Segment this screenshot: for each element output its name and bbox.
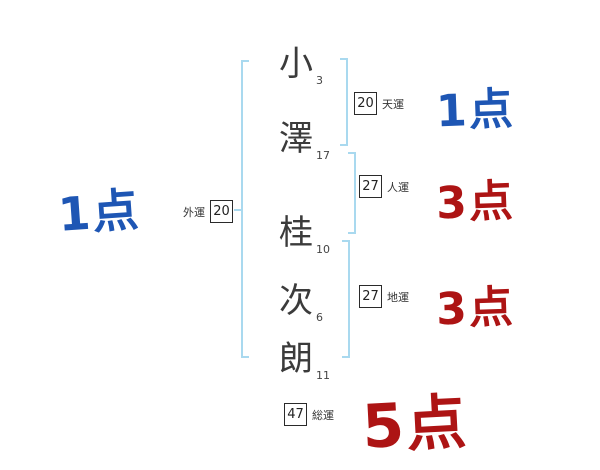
outer-luck-bracket-tick xyxy=(234,209,241,211)
stroke-count: 3 xyxy=(316,74,323,87)
earth-luck-bracket xyxy=(342,240,350,358)
name-character: 桂 10 xyxy=(276,213,330,255)
person-luck-label: 人運 xyxy=(387,180,409,194)
outer-luck-label: 外運 xyxy=(183,205,205,219)
earth-luck-fortune: 27 地運 xyxy=(359,285,409,308)
name-character: 小 3 xyxy=(276,44,323,86)
outer-luck-fortune: 外運 20 xyxy=(183,200,233,223)
earth-luck-value-box: 27 xyxy=(359,285,382,308)
total-luck-fortune: 47 総運 xyxy=(284,403,334,426)
name-character: 次 6 xyxy=(276,281,323,323)
person-luck-value-box: 27 xyxy=(359,175,382,198)
earth-luck-score: 3点 xyxy=(435,281,516,336)
name-character-glyph: 澤 xyxy=(279,119,313,159)
stroke-count: 17 xyxy=(316,149,330,162)
person-luck-score: 3点 xyxy=(435,175,516,230)
total-luck-value-box: 47 xyxy=(284,403,307,426)
total-luck-label: 総運 xyxy=(312,408,334,422)
name-character: 朗 11 xyxy=(276,339,330,381)
name-character-glyph: 朗 xyxy=(279,339,313,379)
name-character-glyph: 小 xyxy=(279,44,313,84)
name-character-glyph: 次 xyxy=(279,281,313,321)
outer-luck-score: 1点 xyxy=(56,182,143,242)
person-luck-bracket xyxy=(348,152,356,234)
stroke-count: 10 xyxy=(316,243,330,256)
total-luck-score: 5点 xyxy=(360,387,470,463)
earth-luck-label: 地運 xyxy=(387,290,409,304)
heaven-luck-fortune: 20 天運 xyxy=(354,92,404,115)
outer-luck-value-box: 20 xyxy=(210,200,233,223)
person-luck-fortune: 27 人運 xyxy=(359,175,409,198)
name-character: 澤 17 xyxy=(276,119,330,161)
name-character-glyph: 桂 xyxy=(279,213,313,253)
heaven-luck-value-box: 20 xyxy=(354,92,377,115)
heaven-luck-bracket xyxy=(340,58,348,146)
heaven-luck-score: 1点 xyxy=(435,83,516,138)
stroke-count: 6 xyxy=(316,311,323,324)
heaven-luck-label: 天運 xyxy=(382,97,404,111)
outer-luck-bracket xyxy=(241,60,249,358)
stroke-count: 11 xyxy=(316,369,330,382)
